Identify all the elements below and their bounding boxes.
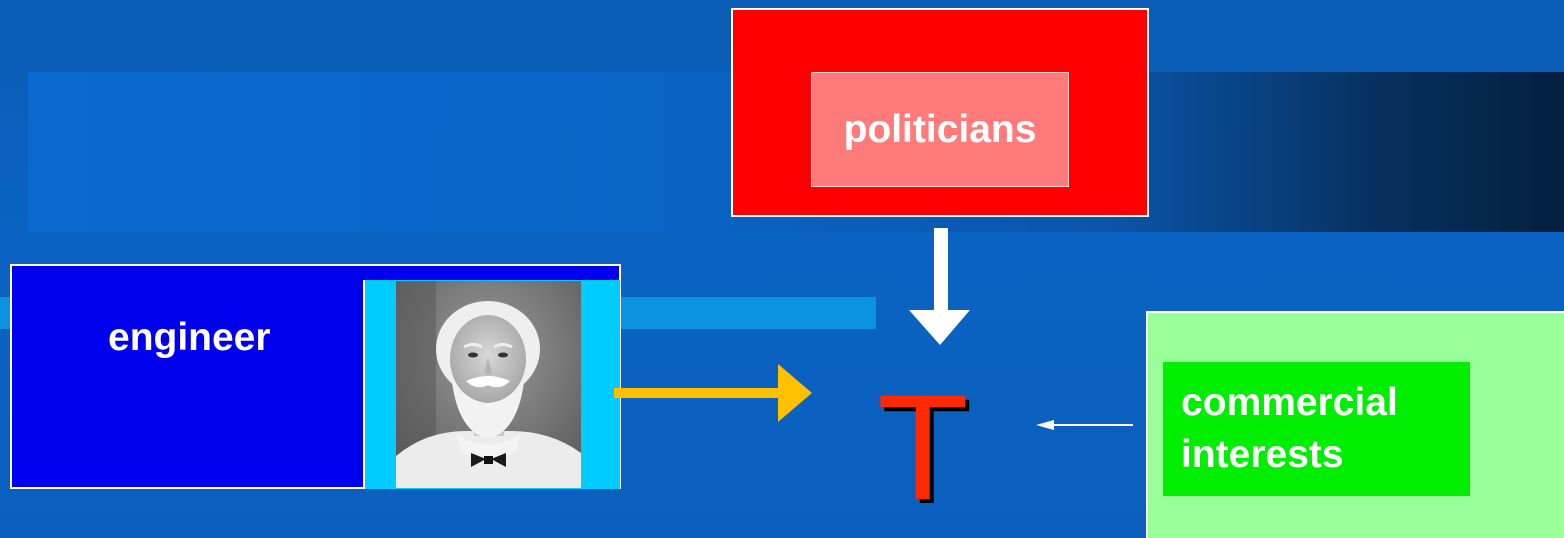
center-t-symbol: T <box>877 363 969 531</box>
commercial-label-line2: interests <box>1181 433 1344 476</box>
politicians-label-box: politicians <box>811 72 1069 187</box>
engineer-portrait-photo <box>396 281 581 488</box>
commercial-label-line1: commercial <box>1181 381 1398 424</box>
engineer-label: engineer <box>108 316 271 359</box>
arrow-politicians-to-center <box>909 228 970 345</box>
arrow-engineer-to-center <box>614 364 812 422</box>
arrow-commercial-to-center <box>1036 420 1133 430</box>
commercial-interests-label-box: commercial interests <box>1163 362 1470 496</box>
commercial-interests-label: commercial interests <box>1181 377 1398 481</box>
politicians-label: politicians <box>843 107 1037 151</box>
